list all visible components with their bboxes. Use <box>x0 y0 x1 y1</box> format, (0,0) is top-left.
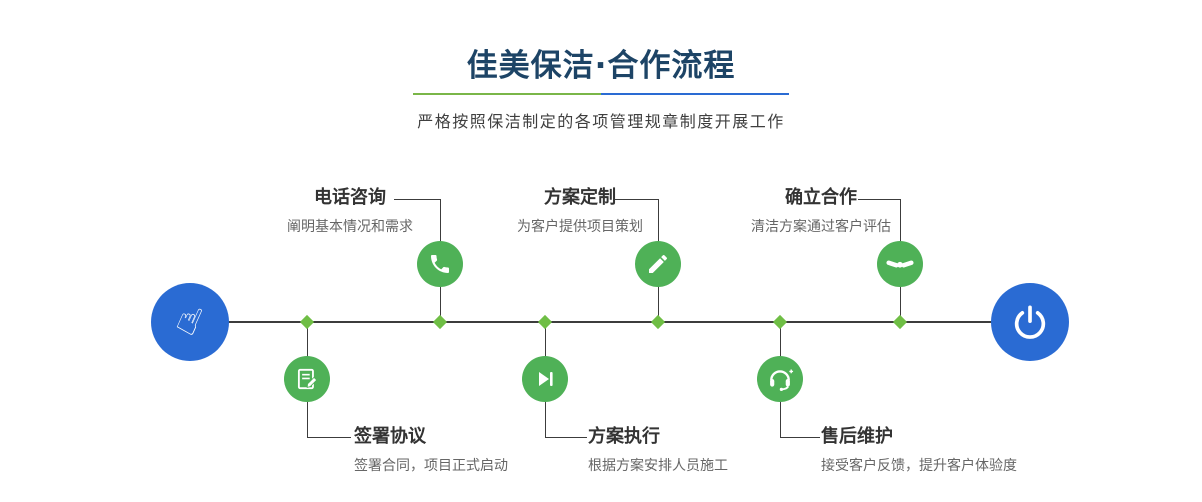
step-label-aftersales: 售后维护 接受客户反馈，提升客户体验度 <box>821 425 1017 475</box>
timeline-start-circle: ☝ <box>151 283 229 361</box>
timeline-node-diamond <box>299 314 315 330</box>
page-title: 佳美保洁·合作流程 <box>466 48 736 84</box>
pen-icon <box>649 254 668 273</box>
step-label-phone: 电话咨询 阐明基本情况和需求 <box>260 186 440 236</box>
step-title: 售后维护 <box>821 426 893 447</box>
step-description: 清洁方案通过客户评估 <box>751 219 891 235</box>
step-circle-phone <box>417 241 463 287</box>
step-description: 接受客户反馈，提升客户体验度 <box>821 458 1017 474</box>
underline-blue-segment <box>601 93 789 95</box>
handshake-icon <box>886 260 914 268</box>
step-description: 为客户提供项目策划 <box>517 219 643 235</box>
step-title: 确立合作 <box>785 187 857 208</box>
step-label-execution: 方案执行 根据方案安排人员施工 <box>588 425 728 475</box>
connector-line <box>545 437 587 438</box>
connector-line <box>307 437 351 438</box>
page-subtitle: 严格按照保洁制定的各项管理规章制度开展工作 <box>417 112 785 131</box>
underline-green-segment <box>413 93 601 95</box>
step-circle-document <box>284 356 330 402</box>
step-description: 签署合同，项目正式启动 <box>354 458 508 474</box>
timeline-node-diamond <box>772 314 788 330</box>
step-label-cooperation: 确立合作 清洁方案通过客户评估 <box>731 186 911 236</box>
step-circle-play <box>522 356 568 402</box>
timeline-node-diamond <box>537 314 553 330</box>
timeline-node-diamond <box>432 314 448 330</box>
timeline-line <box>190 321 1030 323</box>
connector-line <box>394 199 440 200</box>
play-icon <box>539 372 553 386</box>
step-circle-handshake <box>877 241 923 287</box>
step-description: 阐明基本情况和需求 <box>287 219 413 235</box>
step-circle-pen <box>635 241 681 287</box>
step-description: 根据方案安排人员施工 <box>588 458 728 474</box>
step-title: 方案执行 <box>588 426 660 447</box>
step-title: 方案定制 <box>544 187 616 208</box>
phone-icon <box>431 255 449 273</box>
timeline-node-diamond <box>892 314 908 330</box>
power-icon <box>1014 305 1046 339</box>
step-label-plan: 方案定制 为客户提供项目策划 <box>490 186 670 236</box>
title-underline <box>413 93 789 95</box>
step-title: 签署协议 <box>354 426 426 447</box>
timeline-node-diamond <box>650 314 666 330</box>
step-title: 电话咨询 <box>314 187 386 208</box>
document-icon <box>297 368 318 390</box>
headset-icon <box>770 369 794 392</box>
timeline-end-circle <box>991 283 1069 361</box>
connector-line <box>780 437 820 438</box>
connector-line <box>614 199 658 200</box>
connector-line <box>858 199 900 200</box>
pointing-hand-icon: ☝ <box>170 295 210 345</box>
step-circle-headset <box>757 356 803 402</box>
step-label-agreement: 签署协议 签署合同，项目正式启动 <box>354 425 508 475</box>
